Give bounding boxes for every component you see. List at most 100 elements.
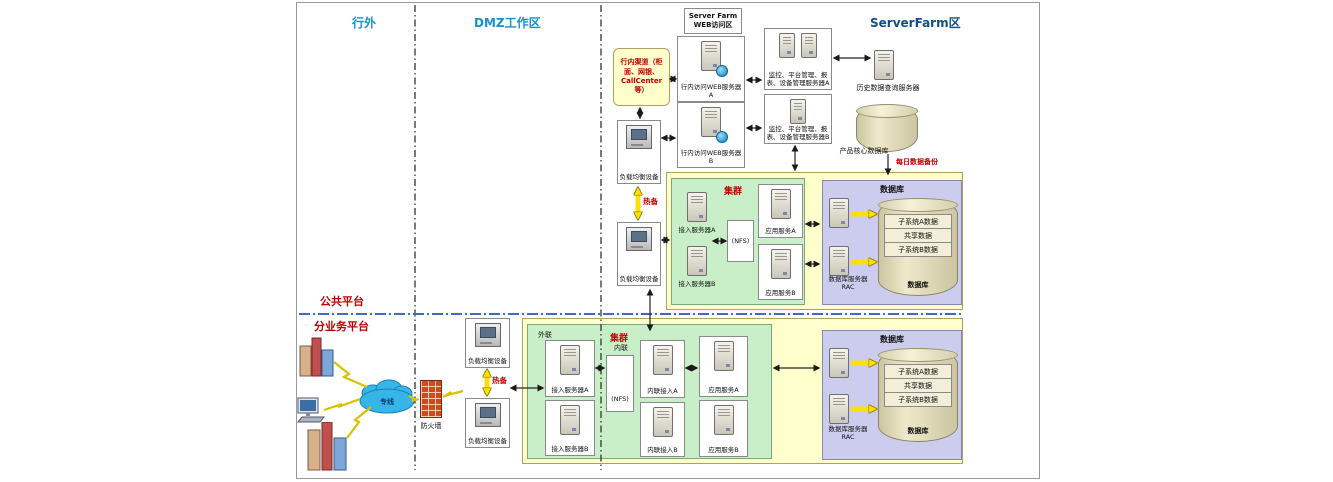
app-server-b-upper-label: 应用服务B (765, 288, 796, 297)
workstation-icon (296, 397, 326, 423)
server-tower-icon (770, 249, 791, 279)
web-server-a-label: 行内访问WEB服务器A (680, 83, 742, 99)
cylinder-top (878, 348, 958, 362)
cylinder-bands: 子系统A数据 共享数据 子系统B数据 (879, 364, 957, 407)
load-balancer-icon (474, 403, 501, 427)
server-tower-icon (779, 33, 795, 58)
band-shared: 共享数据 (884, 378, 952, 393)
web-access-area-title: Server Farm WEB访问区 (684, 8, 742, 34)
load-balancer-icon (626, 125, 652, 149)
monitor-server-b: 监控、平台管理、报表、设备管理服务器B (764, 94, 832, 144)
nfs-box-upper: (NFS) (727, 220, 754, 262)
server-tower-icon (801, 33, 817, 58)
rac-server-icon (829, 348, 849, 378)
load-balancer-a-label: 负载均衡设备 (619, 172, 659, 181)
globe-icon (716, 65, 728, 77)
channel-box: 行内渠道（柜面、网银、CallCenter等） (613, 48, 670, 106)
rac-label-upper: 数据库服务器 RAC (820, 275, 876, 292)
rac-server-icon (829, 198, 849, 228)
load-balancer-icon (626, 227, 652, 251)
building-icon (307, 422, 347, 471)
web-access-line1: Server Farm (688, 11, 738, 20)
building-icon (299, 337, 334, 377)
band-shared: 共享数据 (884, 228, 952, 243)
server-tower-icon (713, 405, 734, 435)
rac-server-icon (829, 394, 849, 424)
load-balancer-c: 负载均衡设备 (465, 318, 510, 368)
zone-label-serverfarm: ServerFarm区 (870, 16, 961, 30)
cylinder-top (856, 104, 918, 118)
server-tower-icon (790, 99, 806, 124)
zone-label-outside: 行外 (352, 16, 377, 30)
internal-link-label: 内联 (614, 344, 628, 352)
label-public-platform: 公共平台 (320, 295, 364, 308)
rac-label-lower: 数据库服务器 RAC (820, 425, 876, 442)
server-tower-icon (701, 107, 721, 137)
access-server-b-icon (687, 246, 707, 276)
access-server-b-label: 接入服务器B (678, 280, 716, 288)
core-database-label: 产品核心数据库 (839, 147, 889, 155)
rac-database-cylinder-upper: 子系统A数据 共享数据 子系统B数据 数据库 (878, 198, 958, 296)
nfs-box-lower: (NFS) (606, 355, 634, 412)
load-balancer-icon (474, 323, 501, 347)
rac-database-cylinder-lower: 子系统A数据 共享数据 子系统B数据 数据库 (878, 348, 958, 442)
internal-access-a: 内联接入A (640, 340, 685, 398)
rac-server-icon (829, 246, 849, 276)
load-balancer-b-label: 负载均衡设备 (619, 274, 659, 283)
app-server-b-lower-label: 应用服务B (708, 445, 739, 454)
hot-standby-label-upper: 热备 (643, 197, 658, 206)
internal-access-b-label: 内联接入B (647, 445, 678, 454)
load-balancer-a: 负载均衡设备 (617, 120, 661, 184)
monitor-server-a-label: 监控、平台管理、报表、设备管理服务器A (766, 71, 830, 87)
load-balancer-d-label: 负载均衡设备 (468, 436, 507, 445)
band-subsystem-a: 子系统A数据 (884, 214, 952, 229)
core-database-cylinder (856, 104, 918, 152)
load-balancer-b: 负载均衡设备 (617, 222, 661, 286)
firewall-label: 防火墙 (420, 422, 442, 430)
globe-icon (716, 131, 728, 143)
rac-line1: 数据库服务器 (828, 275, 868, 283)
lower-cluster-title: 集群 (610, 334, 629, 344)
band-subsystem-b: 子系统B数据 (884, 392, 952, 407)
monitor-server-a: 监控、平台管理、报表、设备管理服务器A (764, 28, 832, 90)
access-server-a-lower-label: 接入服务器A (551, 385, 589, 394)
rac-line2: RAC (841, 432, 855, 441)
cylinder-label-lower: 数据库 (907, 427, 929, 435)
access-server-a-lower: 接入服务器A (545, 340, 595, 397)
app-server-a-lower-label: 应用服务A (708, 385, 739, 394)
server-tower-icon (652, 407, 673, 437)
cylinder-label-upper: 数据库 (907, 281, 929, 289)
server-tower-icon (560, 345, 580, 375)
load-balancer-d: 负载均衡设备 (465, 398, 510, 448)
app-server-a-upper-label: 应用服务A (765, 226, 796, 235)
cloud-icon: 专线 (359, 379, 415, 414)
zone-label-dmz: DMZ工作区 (474, 16, 541, 30)
internal-access-a-label: 内联接入A (647, 386, 678, 395)
cylinder-top (878, 198, 958, 212)
lower-database-title: 数据库 (880, 335, 904, 344)
external-link-label: 外联 (538, 331, 552, 339)
cylinder-bands: 子系统A数据 共享数据 子系统B数据 (879, 214, 957, 257)
load-balancer-c-label: 负载均衡设备 (468, 356, 507, 365)
band-subsystem-b: 子系统B数据 (884, 242, 952, 257)
access-server-b-lower: 接入服务器B (545, 400, 595, 456)
web-server-a: 行内访问WEB服务器A (677, 36, 745, 102)
server-tower-icon (713, 341, 734, 371)
access-server-a-label: 接入服务器A (678, 226, 716, 234)
web-server-b-label: 行内访问WEB服务器B (680, 149, 742, 165)
server-icon (701, 41, 728, 77)
band-subsystem-a: 子系统A数据 (884, 364, 952, 379)
daily-backup-label: 每日数据备份 (896, 158, 938, 166)
server-icons (779, 33, 817, 58)
monitor-server-b-label: 监控、平台管理、报表、设备管理服务器B (766, 125, 830, 141)
web-server-b: 行内访问WEB服务器B (677, 102, 745, 168)
app-server-a-upper: 应用服务A (758, 184, 803, 238)
history-server-icon (874, 50, 894, 80)
rac-line1: 数据库服务器 (828, 425, 868, 433)
server-tower-icon (770, 189, 791, 219)
access-server-b-lower-label: 接入服务器B (551, 444, 589, 453)
upper-database-title: 数据库 (880, 185, 904, 194)
label-sub-business-platform: 分业务平台 (314, 320, 369, 333)
app-server-a-lower: 应用服务A (699, 336, 748, 397)
